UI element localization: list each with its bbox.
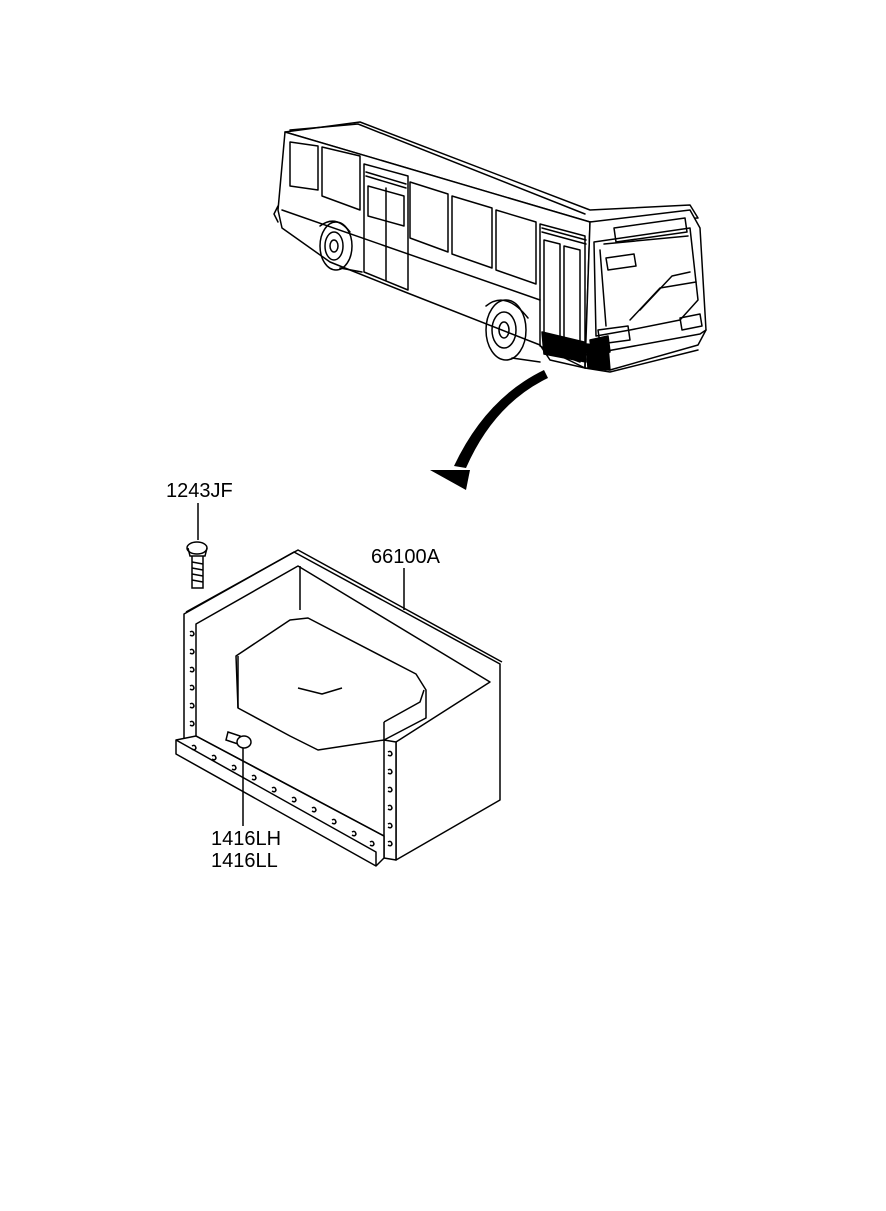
left-wall-holes	[189, 630, 195, 727]
curved-arrow-icon	[430, 370, 548, 490]
floor-flange-holes	[191, 744, 375, 847]
right-flange-holes	[387, 750, 393, 847]
part-label-1416lh: 1416LH	[211, 828, 282, 850]
stud-icon	[225, 731, 252, 826]
part-label-1416ll: 1416LL	[211, 850, 278, 872]
part-label-66100a: 66100A	[371, 546, 440, 568]
part-label-1243jf: 1243JF	[166, 480, 233, 502]
cover-panel-icon	[175, 549, 503, 867]
bolt-icon	[186, 503, 208, 589]
bus-illustration-icon	[273, 121, 707, 373]
